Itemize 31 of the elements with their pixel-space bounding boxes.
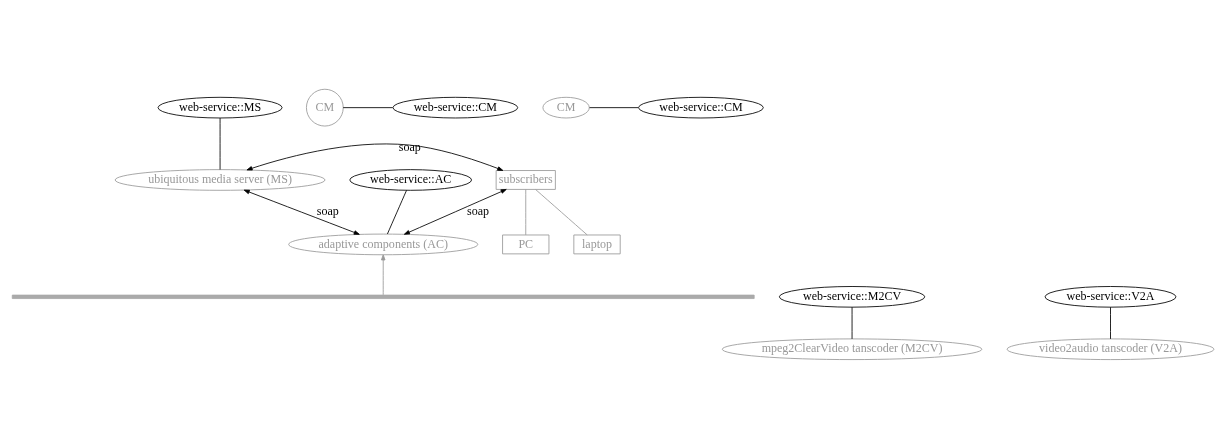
node-ellipse: web-service::M2CV [778,285,926,308]
arrow [403,188,507,235]
connector [525,188,527,235]
node-ellipse: mpeg2ClearVideo tanscoder (M2CV) [721,338,983,360]
connector [535,188,588,235]
node-box: PC [502,234,550,254]
node-box: laptop [573,234,621,254]
node-ellipse: video2audio tanscoder (V2A) [1006,338,1215,360]
edge-label: soap [316,203,339,218]
arrow [381,253,386,295]
node-circle: CM [306,88,344,126]
connector [387,189,407,234]
edge-label: soap [467,203,490,218]
node-ellipse: web-service::CM [392,96,519,118]
node-ellipse: web-service::MS [157,96,283,118]
node-ellipse: CM [542,96,590,118]
connector [342,106,394,108]
node-box: subscribers [495,169,556,190]
connector [219,117,221,170]
node-ellipse: web-service::AC [349,168,472,191]
node-ellipse: ubiquitous media server (MS) [114,168,326,191]
node-ellipse: web-service::V2A [1044,285,1177,308]
arrow [243,189,360,235]
node-ellipse: adaptive components (AC) [288,233,479,255]
connector [851,306,853,339]
node-bar [11,294,755,299]
arrow [246,143,504,171]
edge-label: soap [398,139,421,154]
connector [589,106,639,108]
node-ellipse: web-service::CM [638,96,764,118]
connector [1110,306,1111,339]
